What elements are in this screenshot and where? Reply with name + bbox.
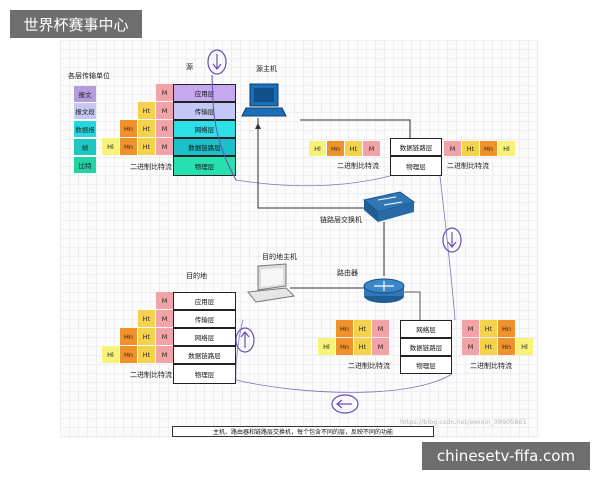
top-banner: 世界杯赛事中心 bbox=[10, 10, 142, 38]
unit-datagram: 数据报 bbox=[74, 121, 96, 137]
src-ht-4: Ht bbox=[138, 138, 155, 155]
units-title: 各层传输单位 bbox=[68, 72, 110, 80]
up-arrow-icon bbox=[235, 327, 255, 353]
dest-host-label: 目的地主机 bbox=[262, 253, 297, 261]
src-m-1: M bbox=[156, 84, 173, 101]
src-layer-app: 应用层 bbox=[173, 84, 236, 102]
sw-m-right: M bbox=[444, 141, 461, 156]
rt-bitstream-right: 二进制比特流 bbox=[470, 362, 512, 370]
bottom-banner: chinesetv-fifa.com bbox=[422, 442, 590, 470]
flow-src-to-switch bbox=[235, 175, 391, 187]
rt-ht-2r: Ht bbox=[480, 338, 497, 355]
dst-ht-4: Ht bbox=[138, 346, 155, 363]
rt-hn-1l: Hn bbox=[336, 320, 353, 337]
dst-layer-transport: 传输层 bbox=[173, 310, 236, 328]
dst-layer-app: 应用层 bbox=[173, 292, 236, 310]
src-layer-transport: 传输层 bbox=[173, 102, 236, 120]
rt-hl-2l: Hl bbox=[318, 338, 335, 355]
dst-hl-4: Hl bbox=[102, 346, 119, 363]
rt-layer-physical: 物理层 bbox=[400, 356, 452, 374]
destination-laptop-icon bbox=[247, 263, 296, 303]
rt-layer-link: 数据链路层 bbox=[400, 338, 452, 356]
dst-bitstream: 二进制比特流 bbox=[130, 371, 172, 379]
dst-m-1: M bbox=[156, 292, 173, 309]
diagram-caption: 主机、路由器和链路层交换机，每个包含不同的层，反映不同的功能 bbox=[172, 426, 434, 437]
link-layer-switch-icon bbox=[362, 191, 416, 222]
dst-m-3: M bbox=[156, 328, 173, 345]
source-computer-icon bbox=[241, 83, 287, 117]
dst-ht-2: Ht bbox=[138, 310, 155, 327]
watermark: https://blog.csdn.net/weixin_39905861 bbox=[400, 418, 527, 426]
src-layer-network: 网络层 bbox=[173, 120, 236, 138]
sw-ht-right: Ht bbox=[462, 141, 479, 156]
src-hn-3: Hn bbox=[120, 120, 137, 137]
sw-hl-right: Hl bbox=[498, 141, 515, 156]
unit-bit: 比特 bbox=[74, 157, 96, 173]
unit-message: 报文 bbox=[74, 86, 96, 102]
flow-up-arrow bbox=[235, 319, 244, 381]
source-host-label: 源主机 bbox=[256, 65, 277, 73]
sw-bitstream-left: 二进制比特流 bbox=[337, 162, 379, 170]
left-arrow-icon bbox=[331, 394, 359, 414]
rt-hl-2r: Hl bbox=[516, 338, 533, 355]
down-arrow-icon-right bbox=[442, 227, 462, 253]
unit-segment: 报文段 bbox=[74, 103, 96, 119]
unit-frame: 帧 bbox=[74, 139, 96, 155]
src-m-2: M bbox=[156, 102, 173, 119]
sw-layer-link: 数据链路层 bbox=[390, 138, 442, 156]
source-label: 源 bbox=[186, 63, 193, 71]
src-ht-3: Ht bbox=[138, 120, 155, 137]
flow-switch-to-router bbox=[439, 175, 456, 321]
sw-hn-left: Hn bbox=[327, 141, 344, 156]
dst-hn-3: Hn bbox=[120, 328, 137, 345]
rt-m-2r: M bbox=[462, 338, 479, 355]
rt-layer-network: 网络层 bbox=[400, 320, 452, 338]
rt-ht-2l: Ht bbox=[354, 338, 371, 355]
src-ht-2: Ht bbox=[138, 102, 155, 119]
dst-layer-link: 数据链路层 bbox=[173, 346, 236, 364]
host-to-switch-stack-line bbox=[300, 119, 411, 138]
src-m-4: M bbox=[156, 138, 173, 155]
host-to-switch-line bbox=[257, 118, 364, 209]
router-icon bbox=[363, 278, 405, 303]
rt-m-1l: M bbox=[372, 320, 389, 337]
rt-ht-1l: Ht bbox=[354, 320, 371, 337]
sw-hn-right: Hn bbox=[480, 141, 497, 156]
rt-hn-2r: Hn bbox=[498, 338, 515, 355]
dst-m-4: M bbox=[156, 346, 173, 363]
src-hl-4: Hl bbox=[102, 138, 119, 155]
src-m-3: M bbox=[156, 120, 173, 137]
src-bitstream: 二进制比特流 bbox=[130, 163, 172, 171]
sw-layer-physical: 物理层 bbox=[390, 156, 442, 176]
rt-ht-1r: Ht bbox=[480, 320, 497, 337]
dst-hn-4: Hn bbox=[120, 346, 137, 363]
rt-hn-1r: Hn bbox=[498, 320, 515, 337]
down-arrow-icon-top bbox=[207, 49, 227, 75]
rt-m-1r: M bbox=[462, 320, 479, 337]
src-hn-4: Hn bbox=[120, 138, 137, 155]
rt-bitstream-left: 二进制比特流 bbox=[348, 362, 390, 370]
router-label: 路由器 bbox=[337, 269, 358, 277]
dst-m-2: M bbox=[156, 310, 173, 327]
dst-layer-network: 网络层 bbox=[173, 328, 236, 346]
sw-ht-left: Ht bbox=[345, 141, 362, 156]
src-layer-physical: 物理层 bbox=[173, 156, 236, 176]
switch-label: 链路层交换机 bbox=[320, 216, 362, 224]
sw-m-left: M bbox=[363, 141, 380, 156]
rt-m-2l: M bbox=[372, 338, 389, 355]
flow-router-to-dst bbox=[235, 373, 453, 393]
sw-hl-left: Hl bbox=[309, 141, 326, 156]
destination-label: 目的地 bbox=[186, 272, 207, 280]
dst-ht-3: Ht bbox=[138, 328, 155, 345]
sw-bitstream-right: 二进制比特流 bbox=[447, 162, 489, 170]
rt-hn-2l: Hn bbox=[336, 338, 353, 355]
flow-down-arrow-1 bbox=[211, 74, 237, 181]
